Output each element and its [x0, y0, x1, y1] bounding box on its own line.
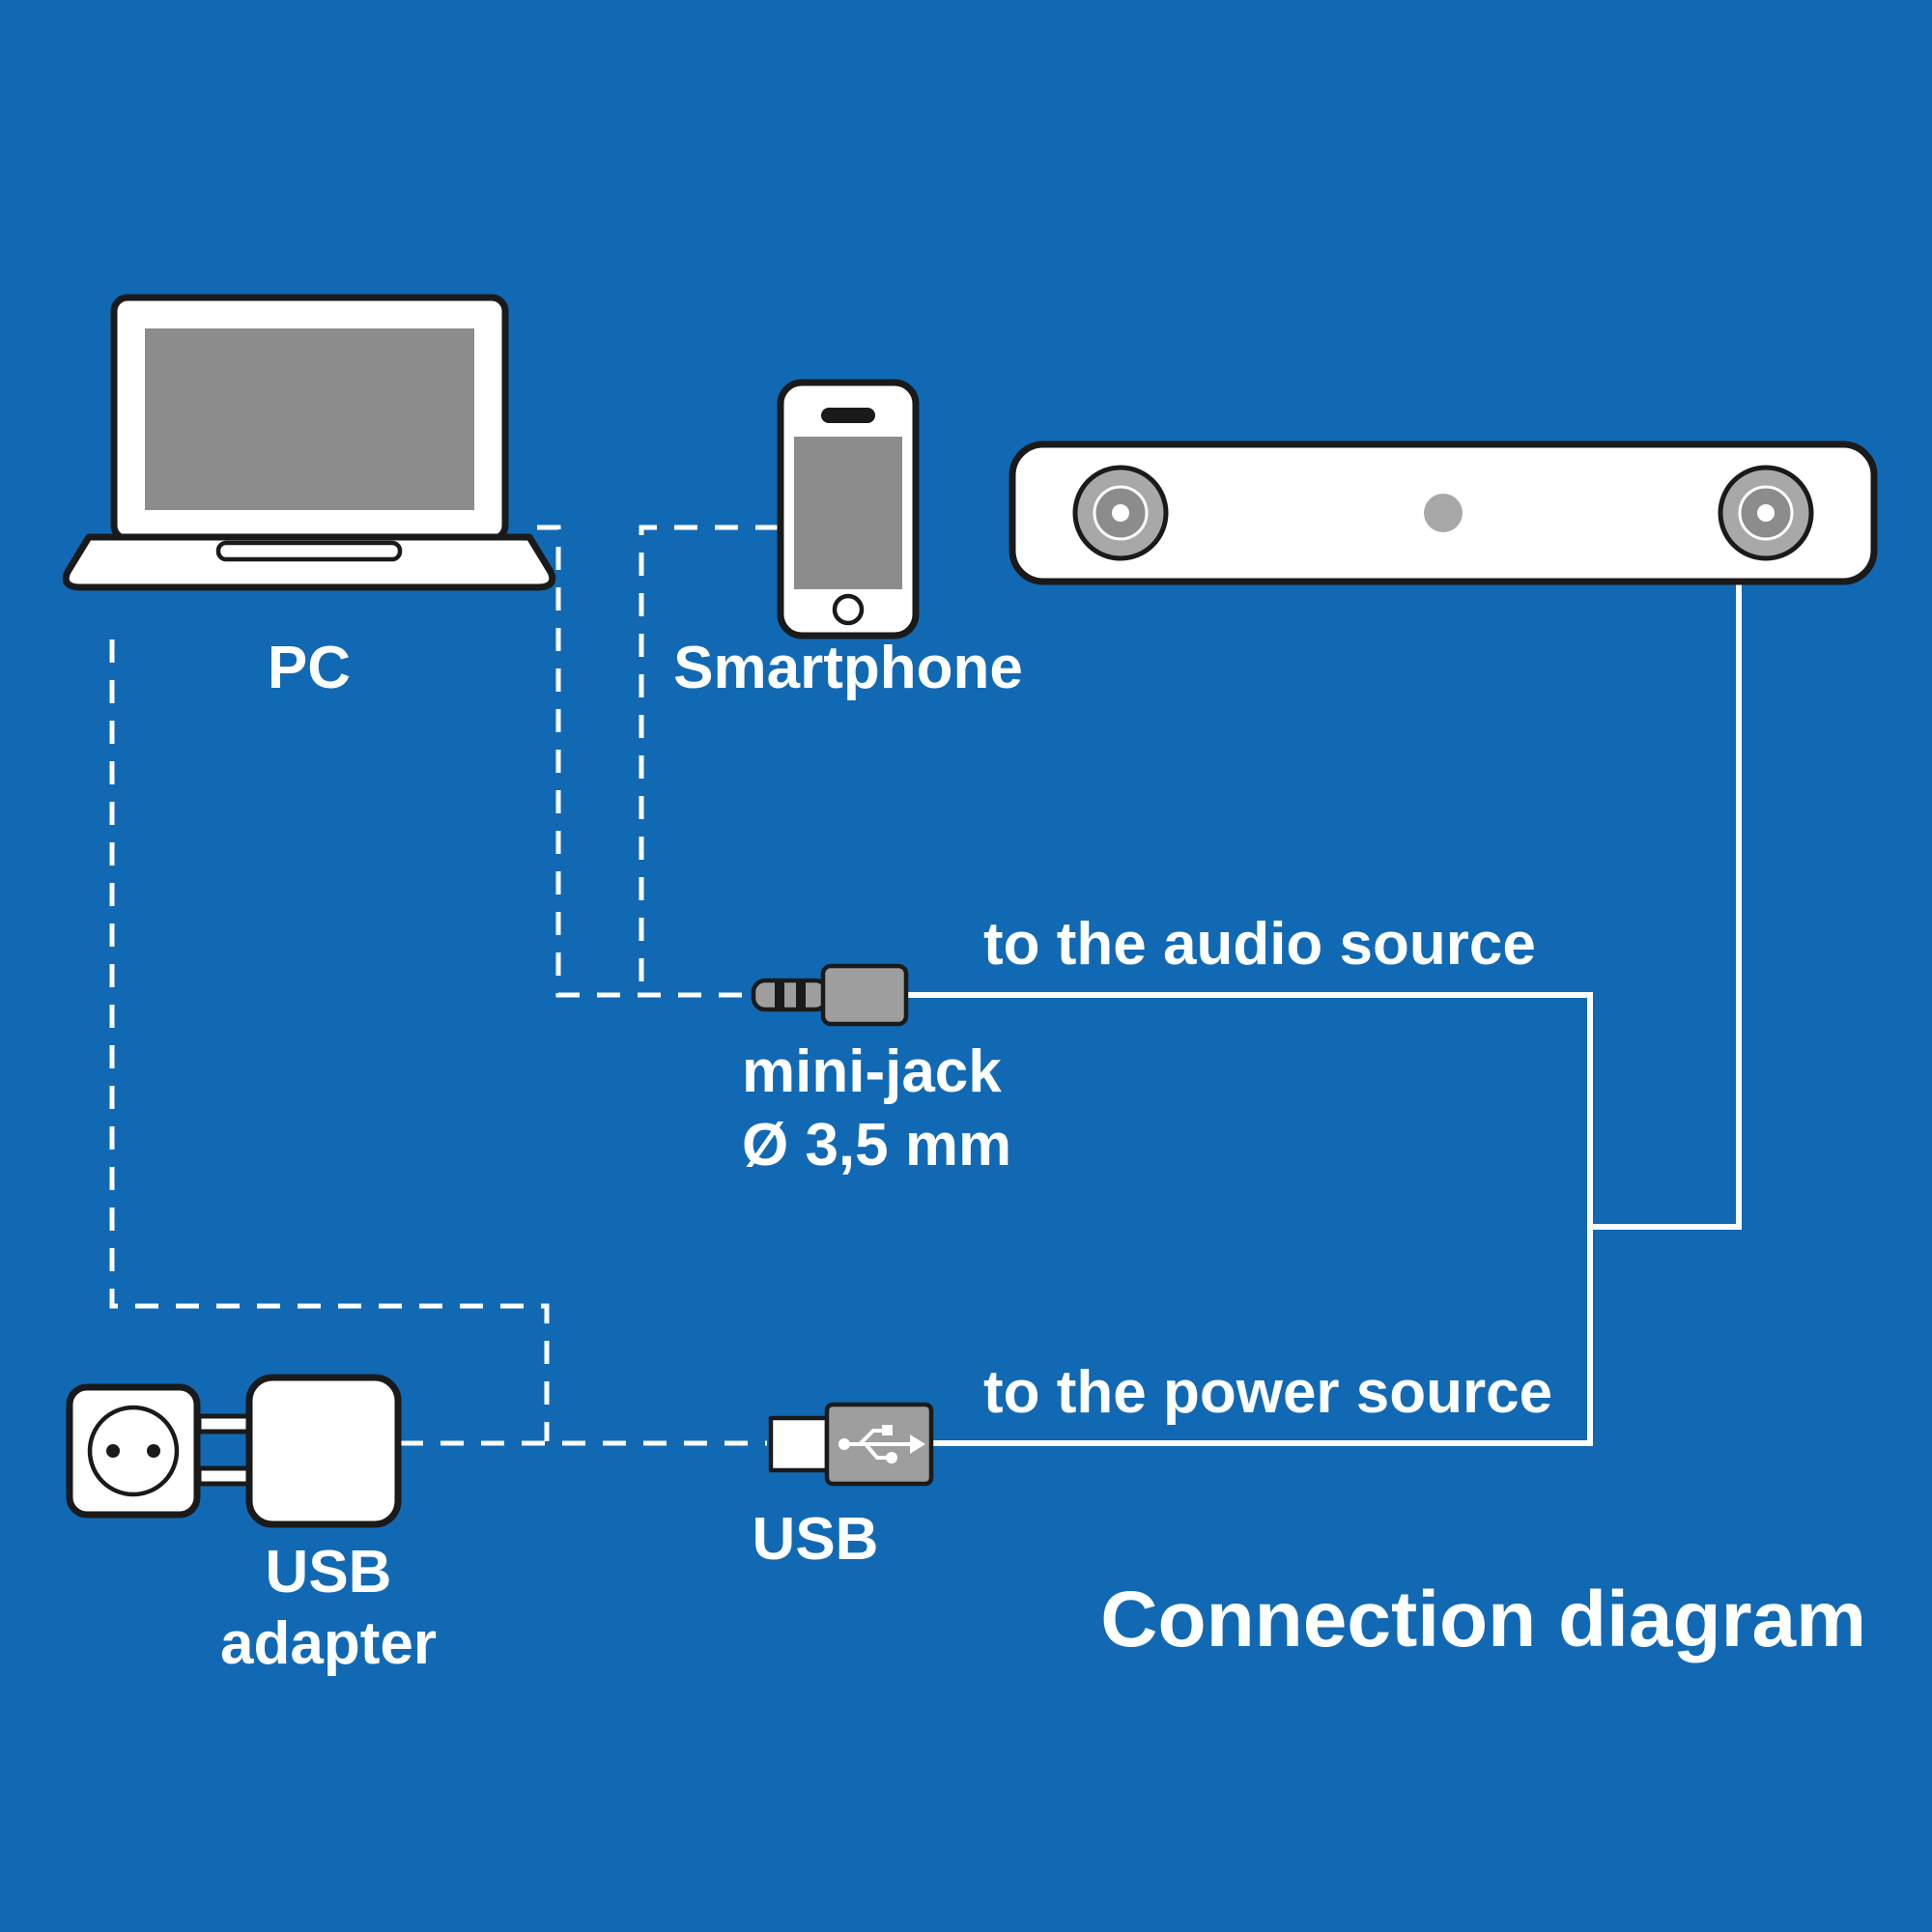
mini-jack-tip — [751, 978, 830, 1012]
usb-power-adapter — [196, 1374, 402, 1528]
adapter-prong-bottom — [196, 1465, 254, 1487]
laptop-base — [62, 533, 556, 591]
soundbar-cable — [1590, 583, 1742, 1230]
laptop-notch — [215, 540, 403, 562]
audio-power-cable — [904, 992, 1593, 1446]
soundbar — [1009, 440, 1878, 585]
mini-jack-label-line2: Ø 3,5 mm — [742, 1112, 1011, 1179]
usb-connector — [768, 1402, 934, 1487]
smartphone-earpiece — [821, 408, 875, 423]
smartphone-to-minijack-line — [639, 525, 779, 995]
pc-label: PC — [268, 635, 351, 701]
cables — [904, 583, 1742, 1446]
smartphone-home-button — [832, 593, 865, 626]
wall-socket — [66, 1383, 201, 1519]
soundbar-center-dot — [1424, 494, 1463, 532]
smartphone-screen — [794, 437, 902, 589]
mini-jack-body — [820, 963, 909, 1027]
mini-jack-label-line1: mini-jack — [742, 1038, 1002, 1105]
pc-to-minijack-line — [537, 525, 752, 998]
pc-laptop — [62, 294, 556, 591]
smartphone — [777, 379, 920, 639]
pc-to-usb-line — [109, 639, 550, 1441]
usb-metal-shell — [768, 1415, 830, 1473]
mini-jack-ring-2 — [796, 979, 806, 1011]
diagram-title: Connection diagram — [1100, 1576, 1866, 1663]
power-source-annotation: to the power source — [983, 1359, 1552, 1426]
mini-jack-connector — [751, 963, 909, 1027]
adapter-prong-top — [196, 1413, 254, 1435]
dashed-connections — [109, 525, 779, 1446]
usb-adapter-label-line2: adapter — [220, 1610, 437, 1677]
mini-jack-ring-1 — [775, 979, 784, 1011]
soundbar-left-speaker — [1072, 465, 1169, 561]
socket-hole-left — [106, 1444, 120, 1458]
usb-symbol-icon — [838, 1425, 925, 1463]
usb-label: USB — [753, 1506, 879, 1573]
usb-adapter-label-line1: USB — [266, 1539, 392, 1605]
socket-hole-right — [147, 1444, 160, 1458]
adapter-body — [245, 1374, 402, 1528]
audio-source-annotation: to the audio source — [983, 911, 1536, 978]
laptop-screen — [145, 328, 474, 510]
socket-well — [87, 1405, 180, 1497]
soundbar-right-speaker — [1718, 465, 1814, 561]
smartphone-label: Smartphone — [673, 635, 1023, 701]
